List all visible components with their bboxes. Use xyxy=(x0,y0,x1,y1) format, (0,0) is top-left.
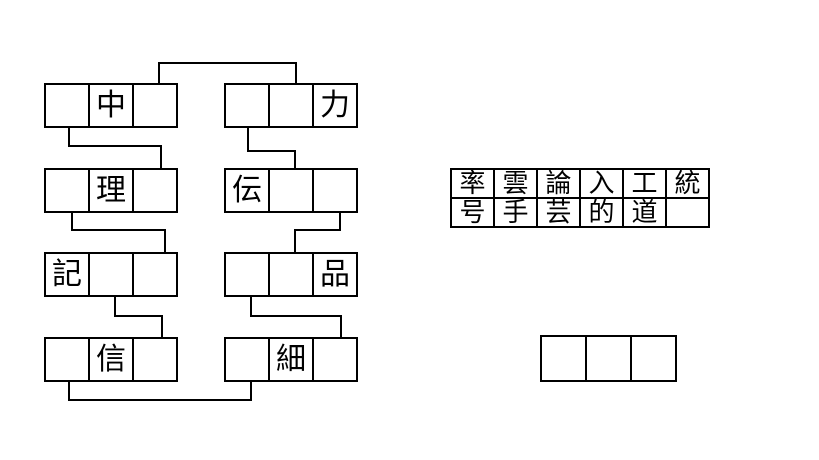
connector-left-r3-to-r4-horizontal xyxy=(114,315,163,317)
character-bank-row-1: 率 雲 論 入 工 統 xyxy=(450,168,710,199)
connector-right-r1-to-r2-rise xyxy=(294,150,296,170)
ladder-cell[interactable] xyxy=(224,83,270,128)
ladder-row-left-3: 記 xyxy=(44,252,178,297)
character-bank-cell[interactable]: 手 xyxy=(493,197,538,228)
connector-bottom-bridge-left-drop xyxy=(68,381,70,401)
connector-left-r3-to-r4-rise xyxy=(161,315,163,339)
ladder-cell[interactable]: 品 xyxy=(312,252,358,297)
ladder-cell[interactable] xyxy=(268,83,314,128)
ladder-row-left-1: 中 xyxy=(44,83,178,128)
ladder-row-left-2: 理 xyxy=(44,168,178,213)
ladder-cell[interactable] xyxy=(132,337,178,382)
character-bank-cell[interactable]: 入 xyxy=(579,168,624,199)
ladder-cell[interactable] xyxy=(224,252,270,297)
ladder-row-right-1: 力 xyxy=(224,83,358,128)
character-bank-row-2: 号 手 芸 的 道 xyxy=(450,197,710,228)
connector-right-r2-to-r3-rise xyxy=(294,229,296,254)
character-bank-cell[interactable]: 論 xyxy=(536,168,581,199)
connector-right-r3-to-r4-rise xyxy=(340,315,342,339)
connector-top-bridge-horizontal xyxy=(158,62,297,64)
character-bank-cell[interactable]: 号 xyxy=(450,197,495,228)
ladder-cell[interactable] xyxy=(44,337,90,382)
answer-strip xyxy=(540,335,677,382)
ladder-cell[interactable]: 理 xyxy=(88,168,134,213)
ladder-cell[interactable] xyxy=(312,337,358,382)
connector-left-r1-to-r2-drop xyxy=(68,127,70,146)
connector-left-r2-to-r3-drop xyxy=(71,211,73,231)
ladder-cell[interactable] xyxy=(224,337,270,382)
connector-left-r1-to-r2-horizontal xyxy=(68,145,162,147)
ladder-cell[interactable] xyxy=(132,83,178,128)
connector-left-r2-to-r3-rise xyxy=(164,229,166,254)
connector-right-r1-to-r2-drop xyxy=(247,127,249,151)
ladder-cell[interactable] xyxy=(268,168,314,213)
character-bank-cell[interactable]: 統 xyxy=(665,168,710,199)
ladder-cell[interactable] xyxy=(268,252,314,297)
ladder-cell[interactable] xyxy=(312,168,358,213)
character-bank-cell[interactable]: 的 xyxy=(579,197,624,228)
connector-top-bridge-left-drop xyxy=(158,62,160,85)
ladder-cell[interactable] xyxy=(88,252,134,297)
ladder-row-right-3: 品 xyxy=(224,252,358,297)
answer-cell[interactable] xyxy=(630,335,677,382)
ladder-cell[interactable] xyxy=(132,168,178,213)
ladder-cell[interactable]: 記 xyxy=(44,252,90,297)
connector-top-bridge-right-drop xyxy=(295,62,297,85)
ladder-cell[interactable]: 伝 xyxy=(224,168,270,213)
character-bank-cell[interactable]: 芸 xyxy=(536,197,581,228)
character-bank-cell[interactable]: 雲 xyxy=(493,168,538,199)
character-bank-cell[interactable]: 工 xyxy=(622,168,667,199)
connector-right-r3-to-r4-drop xyxy=(250,296,252,317)
character-bank-cell[interactable]: 率 xyxy=(450,168,495,199)
ladder-cell[interactable] xyxy=(132,252,178,297)
ladder-cell[interactable]: 力 xyxy=(312,83,358,128)
connector-left-r1-to-r2-rise xyxy=(160,145,162,170)
ladder-cell[interactable]: 細 xyxy=(268,337,314,382)
ladder-cell[interactable]: 中 xyxy=(88,83,134,128)
character-bank-cell[interactable] xyxy=(665,197,710,228)
connector-left-r3-to-r4-drop xyxy=(114,296,116,317)
connector-bottom-bridge-right-rise xyxy=(250,381,252,401)
ladder-cell[interactable] xyxy=(44,83,90,128)
ladder-row-right-4: 細 xyxy=(224,337,358,382)
character-bank-cell[interactable]: 道 xyxy=(622,197,667,228)
connector-right-r2-to-r3-horizontal xyxy=(294,229,341,231)
answer-cell[interactable] xyxy=(585,335,632,382)
connector-right-r2-to-r3-drop xyxy=(339,211,341,231)
ladder-cell[interactable] xyxy=(44,168,90,213)
connector-right-r1-to-r2-horizontal xyxy=(247,150,296,152)
ladder-row-right-2: 伝 xyxy=(224,168,358,213)
connector-bottom-bridge-horizontal xyxy=(68,399,252,401)
ladder-cell[interactable]: 信 xyxy=(88,337,134,382)
ladder-row-left-4: 信 xyxy=(44,337,178,382)
connector-left-r2-to-r3-horizontal xyxy=(71,229,166,231)
answer-cell[interactable] xyxy=(540,335,587,382)
connector-right-r3-to-r4-horizontal xyxy=(250,315,342,317)
